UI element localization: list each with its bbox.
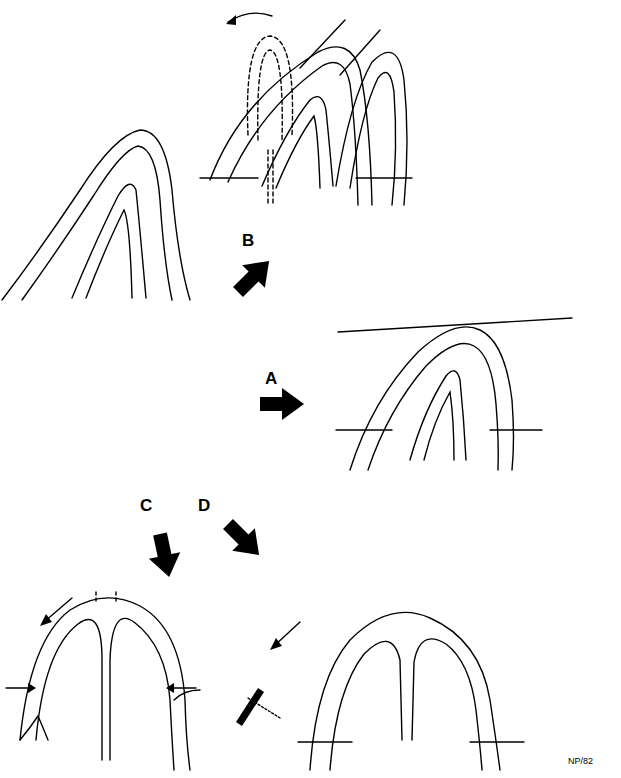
arrow-letter: A bbox=[265, 370, 277, 387]
arrow-letter: D bbox=[198, 497, 210, 514]
arrow-letter: C bbox=[140, 497, 152, 514]
arrow-letter: B bbox=[242, 232, 254, 249]
drawing-signature: NP/82 bbox=[568, 757, 593, 766]
